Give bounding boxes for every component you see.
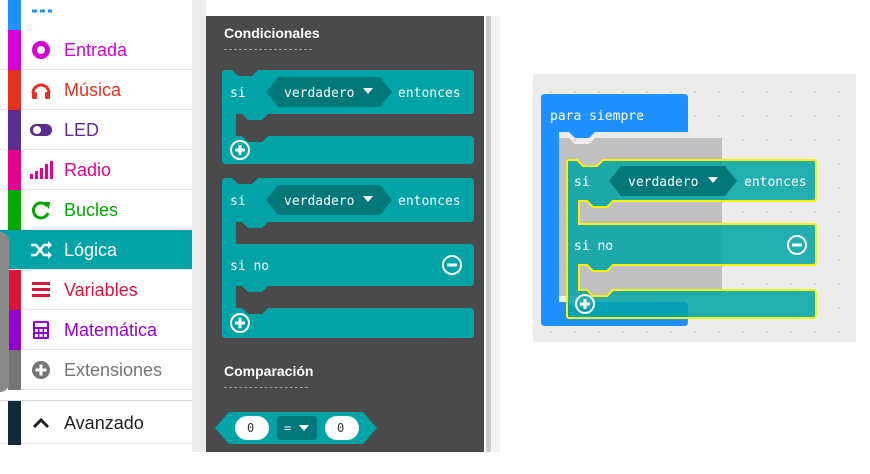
- category-color-bar: [8, 70, 21, 110]
- boolean-value: verdadero: [284, 86, 354, 101]
- forever-label: para siempre: [550, 109, 644, 124]
- flyout-scrollbar[interactable]: [486, 16, 491, 452]
- category-label: LED: [64, 120, 100, 140]
- workspace-edge: [492, 16, 500, 452]
- category-extensiones[interactable]: Extensiones: [0, 350, 192, 390]
- if-else-block-placed[interactable]: [566, 159, 817, 319]
- basic-partial-icon: [30, 2, 54, 16]
- category-musica[interactable]: Música: [0, 70, 192, 110]
- dropdown-arrow-icon: [299, 425, 309, 431]
- category-color-bar: [8, 110, 21, 150]
- if-else-block[interactable]: si verdadero entonces si no: [222, 178, 474, 342]
- blocks-flyout: Condicionales si verdadero entonces si v…: [206, 16, 484, 452]
- remove-branch-icon[interactable]: [787, 235, 807, 255]
- category-color-bar: [8, 150, 21, 190]
- boolean-dropdown[interactable]: [266, 77, 392, 107]
- category-bucles[interactable]: Bucles: [0, 190, 192, 230]
- plus-circle-icon: [29, 359, 53, 381]
- add-branch-icon[interactable]: [230, 313, 250, 333]
- workspace-canvas[interactable]: para siempre si verdadero entonces si no: [533, 74, 856, 342]
- category-label: Avanzado: [64, 413, 144, 433]
- dropdown-arrow-icon: [363, 196, 373, 202]
- operator-value: =: [284, 421, 291, 435]
- headphones-icon: [29, 79, 53, 101]
- then-keyword: entonces: [398, 86, 461, 101]
- dropdown-arrow-icon: [708, 177, 718, 183]
- sidebar-divider: [192, 0, 206, 452]
- category-color-bar: [8, 401, 21, 445]
- list-icon: [29, 279, 53, 301]
- category-label: Bucles: [64, 200, 119, 220]
- workspace-blocks: para siempre si verdadero entonces si no: [541, 94, 817, 326]
- category-color-bar: [8, 270, 21, 310]
- category-color-bar: [8, 190, 21, 230]
- boolean-value: verdadero: [628, 175, 698, 190]
- category-label: Música: [64, 80, 122, 100]
- section-title-conditionals: Condicionales: [224, 25, 320, 41]
- category-color-bar-top: [8, 0, 21, 30]
- category-radio[interactable]: Radio: [0, 150, 192, 190]
- if-keyword: si: [230, 86, 246, 101]
- operator-dropdown[interactable]: [277, 416, 317, 440]
- compare-block[interactable]: 0 = 0: [215, 410, 379, 446]
- sidebar-scroll-handle[interactable]: [0, 232, 9, 392]
- section-divider: [224, 387, 308, 388]
- remove-branch-icon[interactable]: [442, 255, 462, 275]
- left-number-input[interactable]: [235, 416, 269, 440]
- category-color-bar: [8, 30, 21, 70]
- right-number-value: 0: [337, 421, 344, 435]
- then-keyword: entonces: [398, 194, 461, 209]
- refresh-icon: [29, 199, 53, 221]
- right-number-input[interactable]: [325, 416, 359, 440]
- toolbox-sidebar: Entrada Música LED Radio: [0, 0, 192, 452]
- if-keyword: si: [574, 175, 590, 190]
- category-label: Variables: [64, 280, 138, 300]
- boolean-value: verdadero: [284, 194, 354, 209]
- add-branch-icon[interactable]: [575, 294, 595, 314]
- then-keyword: entonces: [744, 175, 807, 190]
- category-matematica[interactable]: Matemática: [0, 310, 192, 350]
- shuffle-icon: [29, 239, 53, 261]
- category-label: Radio: [64, 160, 112, 180]
- category-color-bar: [8, 350, 21, 390]
- category-label: Lógica: [64, 240, 118, 260]
- category-avanzado[interactable]: Avanzado: [0, 400, 192, 445]
- category-label: Entrada: [64, 40, 128, 60]
- category-led[interactable]: LED: [0, 110, 192, 150]
- category-label: Matemática: [64, 320, 158, 340]
- category-variables[interactable]: Variables: [0, 270, 192, 310]
- dropdown-arrow-icon: [363, 88, 373, 94]
- section-title-comparison: Comparación: [224, 363, 314, 379]
- toggle-icon: [29, 119, 53, 141]
- category-label: Extensiones: [64, 360, 163, 380]
- left-number-value: 0: [247, 421, 254, 435]
- category-logica[interactable]: Lógica: [0, 230, 192, 270]
- add-branch-icon[interactable]: [230, 140, 250, 160]
- boolean-dropdown[interactable]: [266, 185, 392, 215]
- else-keyword: si no: [574, 239, 613, 254]
- chevron-up-icon: [29, 412, 53, 434]
- section-divider: [224, 49, 312, 50]
- if-block[interactable]: si verdadero entonces: [222, 70, 474, 166]
- target-icon: [29, 39, 53, 61]
- boolean-dropdown[interactable]: [609, 166, 737, 196]
- category-color-bar: [8, 310, 21, 350]
- signal-bars-icon: [29, 159, 53, 181]
- category-entrada[interactable]: Entrada: [0, 30, 192, 70]
- calculator-icon: [29, 319, 53, 341]
- else-keyword: si no: [230, 259, 269, 274]
- if-keyword: si: [230, 194, 246, 209]
